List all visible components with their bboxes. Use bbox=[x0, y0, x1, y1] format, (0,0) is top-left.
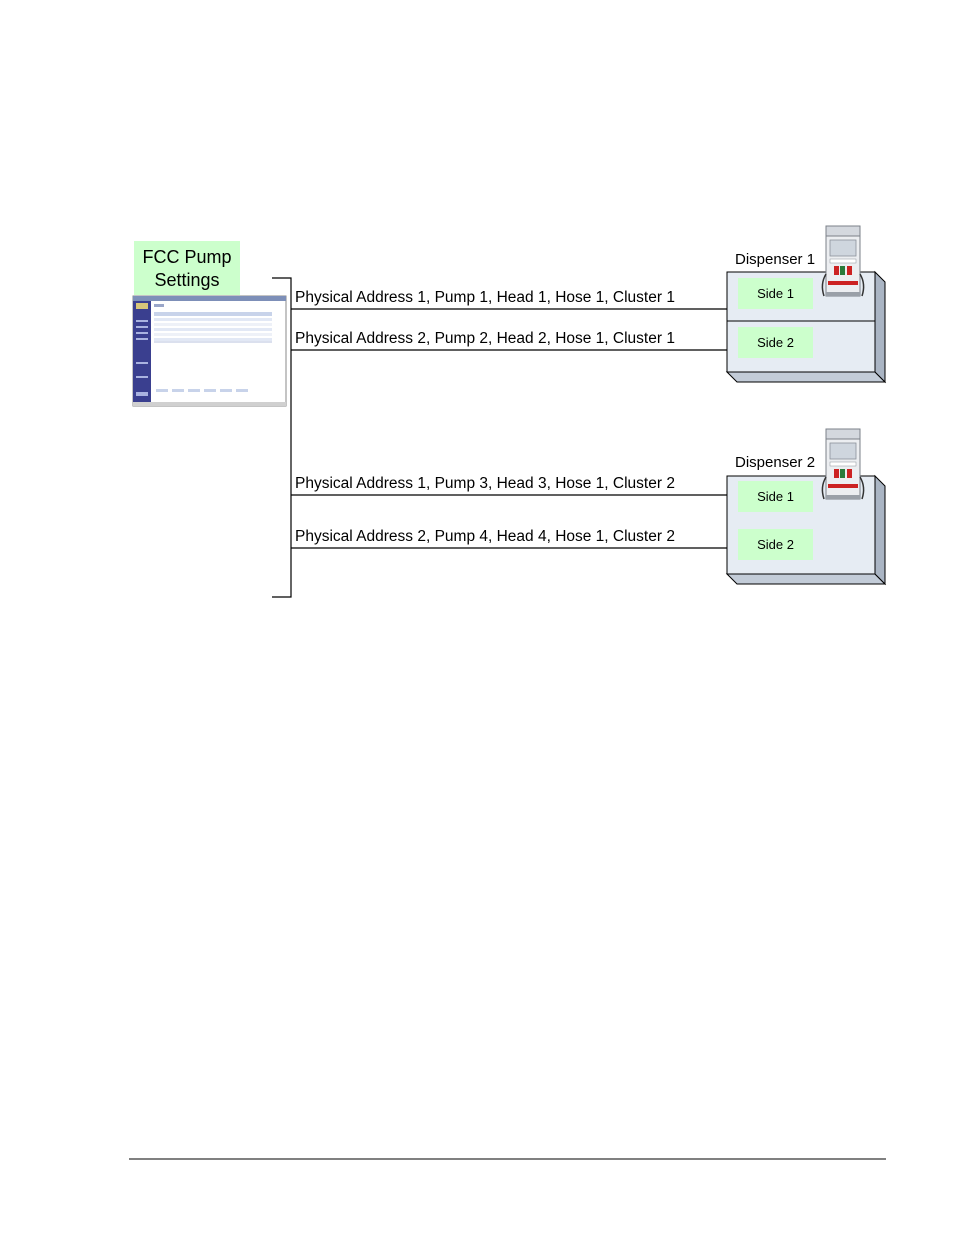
dispenser-2-side-1-box bbox=[738, 481, 813, 512]
screenshot-title-bar bbox=[133, 296, 286, 301]
fcc-settings-label-box bbox=[134, 241, 240, 295]
fcc-settings-title-line1: FCC Pump bbox=[142, 247, 231, 267]
connection-label-1: Physical Address 1, Pump 1, Head 1, Hose… bbox=[295, 289, 675, 306]
fuel-pump-icon bbox=[821, 428, 865, 500]
connection-3: Physical Address 1, Pump 3, Head 3, Hose… bbox=[291, 475, 727, 496]
dispenser-1-name: Dispenser 1 bbox=[735, 251, 815, 268]
screenshot-table-header bbox=[154, 312, 272, 316]
connection-4: Physical Address 2, Pump 4, Head 4, Hose… bbox=[291, 528, 727, 549]
screenshot-sidebar bbox=[133, 301, 151, 406]
dispenser-2-name: Dispenser 2 bbox=[735, 454, 815, 471]
dispenser-1-side-1-label: Side 1 bbox=[757, 286, 794, 301]
connection-2: Physical Address 2, Pump 2, Head 2, Hose… bbox=[291, 330, 727, 351]
dispenser-2-side-1-label: Side 1 bbox=[757, 489, 794, 504]
fuel-pump-icon bbox=[821, 225, 865, 297]
connection-label-4: Physical Address 2, Pump 4, Head 4, Hose… bbox=[295, 528, 675, 545]
dispenser-2-shade bbox=[725, 573, 887, 585]
fcc-settings-title-line2: Settings bbox=[154, 270, 219, 290]
settings-screenshot-thumbnail bbox=[132, 295, 287, 407]
connection-label-2: Physical Address 2, Pump 2, Head 2, Hose… bbox=[295, 330, 675, 347]
dispenser-1-side-2-box bbox=[738, 327, 813, 358]
connection-bracket bbox=[272, 277, 292, 598]
dispenser-1: Dispenser 1 Side 1 Side 2 bbox=[725, 251, 887, 384]
connection-1: Physical Address 1, Pump 1, Head 1, Hose… bbox=[291, 289, 727, 310]
dispenser-2: Dispenser 2 Side 1 Side 2 bbox=[725, 454, 887, 586]
dispenser-2-side-2-box bbox=[738, 529, 813, 560]
dispenser-1-side-1-box bbox=[738, 278, 813, 309]
dispenser-2-side-2-label: Side 2 bbox=[757, 537, 794, 552]
fcc-settings-label: FCC Pump Settings bbox=[134, 241, 240, 295]
dispenser-1-shade bbox=[725, 371, 887, 383]
dispenser-1-side-2-label: Side 2 bbox=[757, 335, 794, 350]
connection-label-3: Physical Address 1, Pump 3, Head 3, Hose… bbox=[295, 475, 675, 492]
